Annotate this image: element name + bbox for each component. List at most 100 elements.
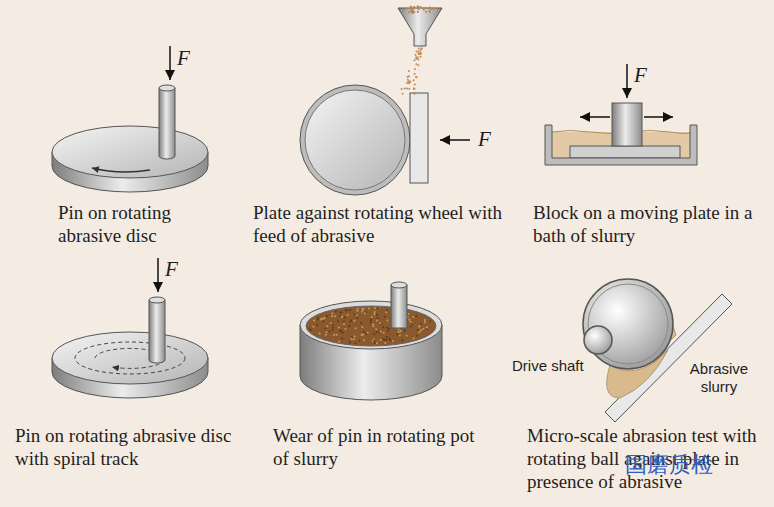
plate-on-wheel-line [440,139,470,141]
slurry-grit-circle [351,338,353,340]
abrasive-grit-circle [423,8,425,10]
slurry-grit-circle [332,324,334,326]
slurry-grit-circle [341,315,343,317]
pin-on-disc [52,46,208,192]
plate-on-wheel-circle [300,85,410,195]
slurry-grit-circle [416,335,418,337]
test-caption: Pin on rotating abrasive disc with spira… [15,424,237,470]
slurry-grit-circle [419,325,421,327]
slurry-grit-circle [328,331,330,333]
abrasive-grit-circle [408,75,410,77]
slurry-grit-circle [361,326,363,328]
slurry-grit-circle [346,310,348,312]
force-label: F [478,128,491,150]
abrasive-grit-circle [409,8,411,10]
slurry-grit-circle [408,313,410,315]
abrasive-grit-circle [413,79,415,81]
abrasive-grit-circle [419,6,421,8]
abrasive-grit-circle [406,88,408,90]
pin-on-spiral-disc-ellipse [52,332,208,384]
slurry-grit-circle [331,315,333,317]
pin-on-disc-line [169,46,171,80]
slurry-grit-circle [353,320,355,322]
slurry-grit-circle [355,327,357,329]
slurry-grit-circle [386,327,388,329]
slurry-grit-circle [374,313,376,315]
abrasive-grit-circle [407,79,409,81]
pin-on-spiral-disc-line [157,258,159,292]
force-label: F [634,64,647,86]
slurry-grit-circle [386,309,388,311]
slurry-grit-circle [418,331,420,333]
abrasive-grit-circle [416,76,418,78]
force-label: F [177,47,190,69]
slurry-grit-circle [322,320,324,322]
slurry-grit-circle [370,320,372,322]
slurry-grit-circle [404,330,406,332]
pin-in-slurry-pot-path [391,285,407,328]
slurry-grit-circle [313,319,315,321]
abrasive-grit-circle [412,8,414,10]
abrasive-grit-circle [432,8,434,10]
abrasive-grit-circle [401,88,403,90]
slurry-grit-circle [398,328,400,330]
abrasive-grit-circle [413,88,415,90]
pin-on-spiral-disc [52,258,208,398]
slurry-grit-circle [309,327,311,329]
abrasive-grit-circle [414,84,416,86]
slurry-grit-circle [424,319,426,321]
abrasive-grit-circle [420,49,422,51]
slurry-grit-circle [319,333,321,335]
abrasive-grit-circle [418,51,420,53]
pin-in-slurry-pot-ellipse [300,301,442,349]
slurry-grit-circle [354,342,356,344]
pin-on-disc-ellipse [159,85,175,91]
slurry-grit-circle [376,342,378,344]
slurry-grit-circle [323,318,325,320]
pin-on-spiral-disc-ellipse [75,342,185,374]
abrasive-grit-circle [410,7,412,9]
abrasive-grit-circle [430,7,432,9]
abrasive-grit-circle [414,73,416,75]
slurry-grit-circle [384,316,386,318]
slurry-grit-circle [361,334,363,336]
abrasive-grit-circle [425,7,427,9]
abrasive-grit-circle [413,11,415,13]
slurry-grit-circle [347,314,349,316]
slurry-grit-circle [350,319,352,321]
slurry-grit-circle [392,340,394,342]
abrasive-grit-circle [425,11,427,13]
abrasive-grit-circle [417,64,419,66]
slurry-grit-circle [401,339,403,341]
slurry-grit-circle [415,315,417,317]
slurry-grit-circle [362,308,364,310]
abrasive-grit-circle [411,11,413,13]
slurry-grit-circle [360,322,362,324]
test-caption: Plate against rotating wheel with feed o… [253,201,508,247]
slurry-grit-circle [326,325,328,327]
slurry-grit-circle [374,307,376,309]
slurry-grit-circle [338,326,340,328]
slurry-grit-circle [361,311,363,313]
slurry-grit-circle [380,323,382,325]
slurry-grit-circle [334,315,336,317]
slurry-grit-circle [356,310,358,312]
slurry-grit-circle [378,307,380,309]
abrasive-grit-circle [430,8,432,10]
slurry-grit-circle [336,334,338,336]
slurry-grit-circle [374,311,376,313]
slurry-grit-circle [410,325,412,327]
slurry-grit-circle [389,339,391,341]
slurry-grit-circle [412,316,414,318]
slurry-grit-circle [362,308,364,310]
abrasive-grit-circle [417,52,419,54]
slurry-grit-circle [379,322,381,324]
slurry-grit-circle [344,316,346,318]
slurry-grit-circle [410,321,412,323]
abrasive-grit-circle [403,9,405,11]
abrasive-grit-circle [408,70,410,72]
slurry-grit-circle [406,335,408,337]
abrasive-grit-circle [415,54,417,56]
block-in-slurry-bath-line [644,116,673,118]
slurry-grit-circle [325,331,327,333]
